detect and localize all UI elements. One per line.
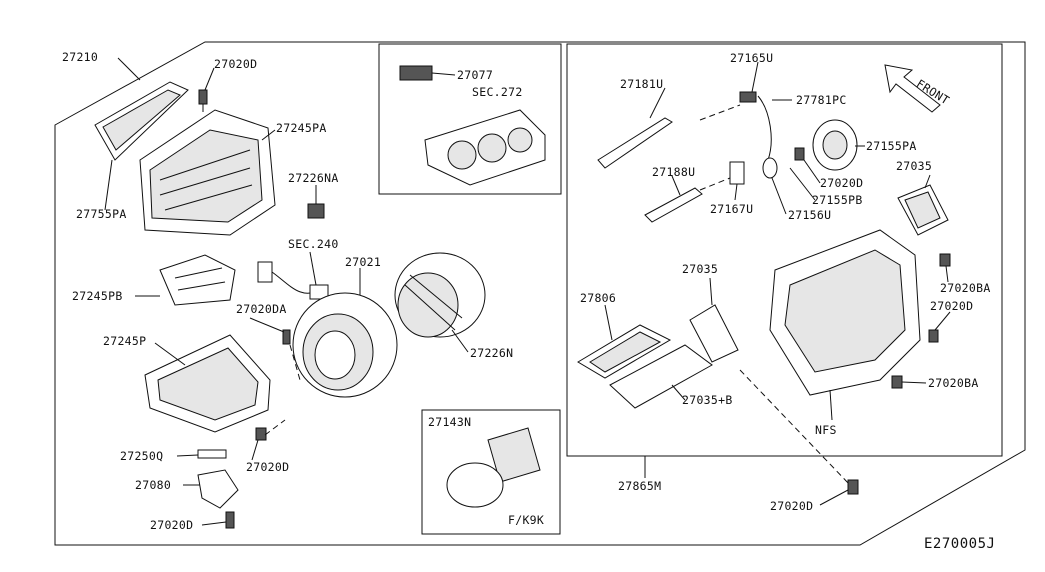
blower-fan-27226N <box>394 252 486 338</box>
harness-27165U <box>739 91 772 161</box>
blower-housing-27021 <box>292 292 398 398</box>
label-sec272: SEC.272 <box>472 85 523 99</box>
front-arrow-icon <box>884 64 941 113</box>
label-27080: 27080 <box>135 478 171 492</box>
leader-lines <box>104 57 951 526</box>
upper-housing-27245PA <box>139 109 276 236</box>
label-27020D-r1: 27020D <box>820 176 863 190</box>
clip-27250Q <box>197 449 227 459</box>
screw-27020D-bot <box>225 511 235 529</box>
label-27020D-r2: 27020D <box>930 299 973 313</box>
screw-27020D-mid <box>255 427 267 441</box>
label-27035-top: 27035 <box>896 159 932 173</box>
label-sec240: SEC.240 <box>288 237 339 251</box>
label-27021: 27021 <box>345 255 381 269</box>
label-27755PA: 27755PA <box>76 207 127 221</box>
label-27020D-top: 27020D <box>214 57 257 71</box>
label-27167U: 27167U <box>710 202 753 216</box>
label-27226NA: 27226NA <box>288 171 339 185</box>
label-27020D-r3: 27020D <box>770 499 813 513</box>
harness-sec240 <box>257 261 329 300</box>
label-27035-mid: 27035 <box>682 262 718 276</box>
duct-27245PB <box>159 254 236 306</box>
actuator-27155PA <box>812 119 858 171</box>
label-27020D-bot: 27020D <box>150 518 193 532</box>
lower-housing-27245P <box>144 334 271 433</box>
label-27245P: 27245P <box>103 334 146 348</box>
label-27781PC: 27781PC <box>796 93 847 107</box>
label-fk9k: F/K9K <box>508 513 544 527</box>
screw-27020DA <box>282 329 291 345</box>
diagram-code: E270005J <box>924 536 995 552</box>
label-27165U: 27165U <box>730 51 773 65</box>
filter-27806 <box>577 324 672 379</box>
screw-27020D-r3 <box>847 479 859 495</box>
hvac-case <box>769 229 921 396</box>
clip-27020BA-top <box>939 253 951 267</box>
seal-27035-top <box>897 184 949 236</box>
main-frame <box>54 41 1026 546</box>
link-27156U <box>762 157 778 179</box>
label-27188U: 27188U <box>652 165 695 179</box>
label-nfs: NFS <box>815 423 837 437</box>
label-27020BA-bot: 27020BA <box>928 376 979 390</box>
assembly-lines <box>264 104 851 486</box>
label-27155PA: 27155PA <box>866 139 917 153</box>
label-27865M: 27865M <box>618 479 661 493</box>
screw-27020D-top <box>198 89 208 112</box>
filter-27035B <box>609 344 713 409</box>
label-27020BA-top: 27020BA <box>940 281 991 295</box>
label-27245PB: 27245PB <box>72 289 123 303</box>
control-panel-sec272 <box>399 65 546 186</box>
label-27210: 27210 <box>62 50 98 64</box>
label-27077: 27077 <box>457 68 493 82</box>
label-27020D-mid: 27020D <box>246 460 289 474</box>
label-27181U: 27181U <box>620 77 663 91</box>
label-27155PB: 27155PB <box>812 193 863 207</box>
screw-27020D-r1 <box>794 147 805 161</box>
label-27156U: 27156U <box>788 208 831 222</box>
label-27226N: 27226N <box>470 346 513 360</box>
resistor-27143N <box>446 427 541 508</box>
label-27245PA: 27245PA <box>276 121 327 135</box>
inset-sec272-frame <box>378 43 562 195</box>
label-27020DA: 27020DA <box>236 302 287 316</box>
actuator-27080 <box>197 469 239 509</box>
label-27806: 27806 <box>580 291 616 305</box>
sensor-27181U <box>597 117 673 169</box>
clip-27020BA-bot <box>891 375 903 389</box>
screw-27020D-r2 <box>928 329 939 343</box>
connector-27226NA <box>307 203 325 219</box>
seal-27035-mid <box>689 304 739 363</box>
inset-fk9k-frame <box>421 409 561 535</box>
filter-gasket-27755PA <box>94 81 189 161</box>
label-27250Q: 27250Q <box>120 449 163 463</box>
label-27035B: 27035+B <box>682 393 733 407</box>
inset-hvac-unit-frame <box>566 43 1003 457</box>
actuator-27167U <box>729 161 745 185</box>
sensor-27188U <box>644 187 703 223</box>
label-27143N: 27143N <box>428 415 471 429</box>
